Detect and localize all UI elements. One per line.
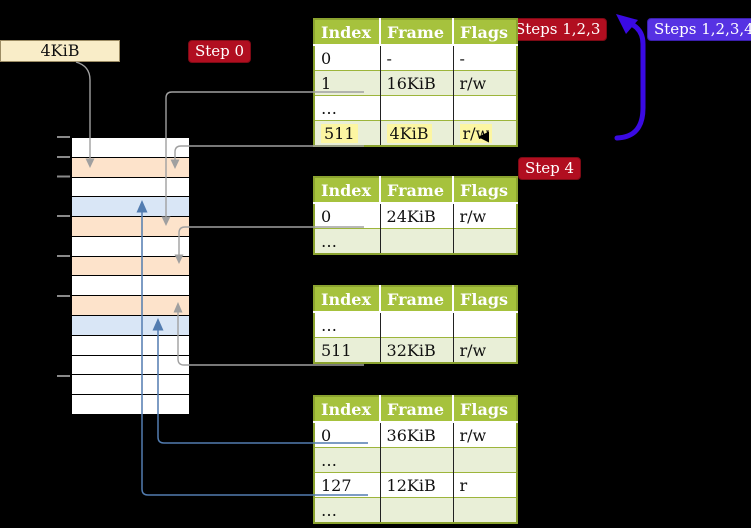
highlighted-value: r/w: [459, 123, 493, 143]
memory-ticks: [57, 136, 70, 377]
memory-frame-row: [72, 138, 189, 157]
memory-frame-row: [72, 295, 189, 316]
column-header-index: Index: [314, 19, 381, 45]
frame-size-label: 4KiB: [40, 41, 80, 60]
table-row: …: [314, 228, 518, 254]
column-header-flags: Flags: [452, 177, 518, 203]
cell-index: 0: [314, 44, 381, 71]
cell-frame: 12KiB: [379, 472, 454, 498]
cell-index: …: [314, 497, 381, 523]
memory-frame-row: [72, 235, 189, 256]
cell-index: 0: [314, 202, 381, 229]
table-row: 511 4KiB r/w: [314, 120, 518, 146]
step0-label: Step 0: [188, 40, 252, 63]
cell-index: 127: [314, 472, 381, 498]
recursive-loop-arrow: [614, 14, 646, 141]
cell-flags: [452, 497, 518, 523]
cell-frame: [379, 311, 454, 338]
arrow-l4-entry511-to-4kib: [170, 145, 364, 169]
memory-frame-row: [72, 216, 189, 236]
cell-index: …: [314, 95, 381, 121]
cell-flags: [452, 95, 518, 121]
cell-flags: [452, 447, 518, 473]
cell-frame: [379, 228, 454, 254]
memory-frame-row: [72, 374, 189, 395]
cell-index: 0: [314, 421, 381, 448]
cell-frame: -: [379, 44, 454, 71]
cell-index: …: [314, 228, 381, 254]
table-row: …: [314, 311, 518, 338]
cell-index: 1: [314, 70, 381, 96]
memory-frame-row: [72, 354, 189, 375]
cell-flags: r/w: [452, 337, 518, 363]
memory-frame-row: [72, 334, 189, 355]
cell-flags: r/w: [452, 202, 518, 229]
column-header-index: Index: [314, 396, 381, 422]
column-header-flags: Flags: [452, 286, 518, 312]
column-header-frame: Frame: [379, 396, 454, 422]
cell-index: …: [314, 311, 381, 338]
cell-flags: -: [452, 44, 518, 71]
column-header-frame: Frame: [379, 19, 454, 45]
column-header-frame: Frame: [379, 286, 454, 312]
cell-flags: r/w: [452, 70, 518, 96]
memory-frame-row: [72, 255, 189, 276]
memory-frame-row: [72, 275, 189, 296]
cell-index: …: [314, 447, 381, 473]
cell-frame: 16KiB: [379, 70, 454, 96]
frame-size-box: 4KiB: [0, 40, 120, 62]
steps123-label: Steps 1,2,3: [508, 18, 608, 41]
column-header-flags: Flags: [452, 19, 518, 45]
column-header-flags: Flags: [452, 396, 518, 422]
physical-memory-column: [71, 137, 190, 415]
column-header-index: Index: [314, 286, 381, 312]
memory-frame-row: [72, 196, 189, 217]
highlighted-value: 4KiB: [386, 123, 432, 143]
table-row: …: [314, 447, 518, 473]
step4-label: Step 4: [518, 157, 582, 180]
memory-frame-row: [72, 394, 189, 414]
memory-frame-row: [72, 176, 189, 197]
cell-flags: r: [452, 472, 518, 498]
highlighted-value: 511: [321, 123, 358, 143]
cell-flags: r/w: [452, 421, 518, 448]
cell-flags: [452, 311, 518, 338]
cell-frame: [379, 95, 454, 121]
table-row: …: [314, 497, 518, 523]
cell-frame: 32KiB: [379, 337, 454, 363]
table-row: …: [314, 95, 518, 121]
memory-frame-row: [72, 315, 189, 335]
steps1234-label: Steps 1,2,3,4: [647, 18, 751, 41]
cell-index: 511: [314, 120, 381, 146]
cell-index: 511: [314, 337, 381, 363]
memory-frame-row: [72, 156, 189, 177]
cell-frame: 36KiB: [379, 421, 454, 448]
cell-flags: r/w: [452, 120, 518, 146]
cell-flags: [452, 228, 518, 254]
cell-frame: [379, 497, 454, 523]
cell-frame: 4KiB: [379, 120, 454, 146]
cell-frame: 24KiB: [379, 202, 454, 229]
cell-frame: [379, 447, 454, 473]
table-row: 0--: [314, 44, 518, 71]
column-header-index: Index: [314, 177, 381, 203]
column-header-frame: Frame: [379, 177, 454, 203]
